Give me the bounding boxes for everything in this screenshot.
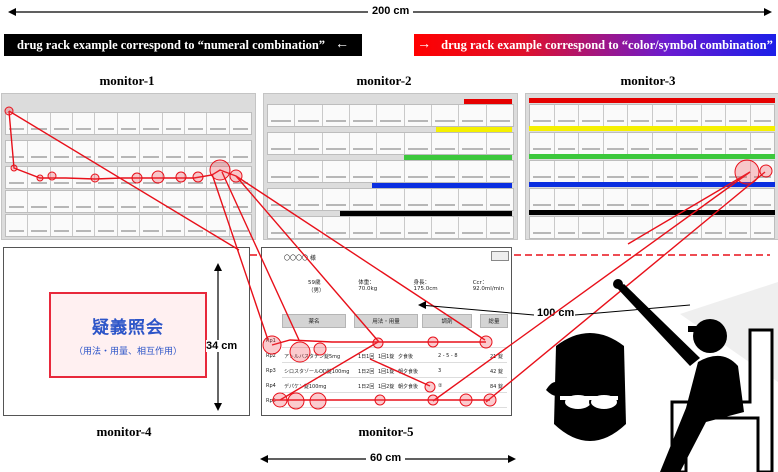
monitor-2-drug-rack — [263, 93, 518, 240]
total-value: 84 錠 — [490, 384, 503, 390]
inquiry-title: 疑義照会 — [92, 318, 164, 338]
observer-illustration — [546, 279, 778, 472]
color-symbol-banner: → drug rack example correspond to “color… — [414, 34, 776, 56]
dispense-value: 2 - 5 - 8 — [438, 353, 458, 359]
table-row[interactable]: Rp3 シロスタゾールOD錠100mg 1日2回 1回1錠 朝夕食後 3 42 … — [266, 366, 507, 378]
rack-shelf — [267, 160, 514, 183]
dispense-value: 3 — [438, 368, 442, 374]
patient-ccr: Ccr：92.0ml/min — [472, 280, 505, 292]
rp-label: Rp2 — [266, 353, 276, 359]
dose-timing: 朝夕食後 — [398, 384, 419, 390]
dose-unit: 1回2錠 — [378, 384, 395, 390]
dose-unit: 1回1錠 — [378, 354, 395, 360]
blue-shelf-bar — [372, 183, 512, 188]
depth-dimension-line — [214, 263, 222, 411]
rack-shelf — [5, 214, 252, 237]
left-arrow-icon: ← — [335, 37, 350, 52]
table-row[interactable]: Rp5 — [266, 396, 507, 408]
rack-shelf — [529, 132, 775, 155]
table-row[interactable]: Rp4 デパケン錠100mg 1日2回 1回2錠 朝夕食後 ② 84 錠 — [266, 381, 507, 393]
monitor-3-drug-rack — [525, 93, 778, 240]
rp-label: Rp5 — [266, 398, 276, 404]
rack-shelf — [529, 160, 775, 183]
black-shelf-bar — [340, 211, 512, 216]
monitor-1-drug-rack — [1, 93, 256, 240]
width-dimension-label: 200 cm — [368, 5, 414, 17]
header-total: 総量 — [480, 314, 508, 328]
dose-frequency: 1日1回 — [358, 354, 375, 360]
dose-timing: 朝夕食後 — [398, 369, 419, 375]
rack-shelf — [529, 104, 775, 127]
rp-label: Rp3 — [266, 368, 276, 374]
patient-stats: 59歳（男） 体重：70.0kg 身長：175.0cm Ccr：92.0ml/m… — [308, 278, 508, 294]
green-shelf-bar — [529, 154, 775, 159]
numeral-combination-banner: drug rack example correspond to “numeral… — [4, 34, 362, 56]
rack-shelf — [267, 132, 514, 155]
rack-shelf — [529, 216, 775, 239]
blue-shelf-bar — [529, 182, 775, 187]
table-row[interactable]: Rp2 アトルバスタチン錠5mg 1日1回 1回1錠 夕食後 2 - 5 - 8… — [266, 351, 507, 363]
total-value: 42 錠 — [490, 369, 503, 375]
rack-shelf — [5, 190, 252, 213]
drug-name: デパケン錠100mg — [284, 384, 327, 390]
patient-name: 〇〇〇〇 様 — [284, 255, 316, 262]
monitor-2-label: monitor-2 — [356, 73, 412, 88]
rp-label: Rp1 — [266, 338, 276, 344]
patient-height: 身長：175.0cm — [413, 280, 438, 292]
monitor-5-prescription-screen: 〇〇〇〇 様 59歳（男） 体重：70.0kg 身長：175.0cm Ccr：9… — [261, 247, 512, 416]
monitor-5-label: monitor-5 — [358, 424, 414, 439]
monitor-3-label: monitor-3 — [620, 73, 676, 88]
inquiry-box[interactable]: 疑義照会 （用法・用量、相互作用） — [49, 292, 207, 378]
yellow-shelf-bar — [529, 126, 775, 131]
confirm-button[interactable] — [491, 251, 509, 261]
yellow-shelf-bar — [436, 127, 512, 132]
rp-label: Rp4 — [266, 383, 276, 389]
patient-age: 59歳（男） — [308, 280, 325, 294]
table-row[interactable]: Rp1 — [266, 336, 507, 348]
monitor-4-label: monitor-4 — [96, 424, 152, 439]
rack-shelf — [267, 104, 514, 127]
dose-frequency: 1日2回 — [358, 384, 375, 390]
header-dosage: 用法・用量 — [354, 314, 418, 328]
dispense-value: ② — [438, 383, 443, 389]
rack-shelf — [267, 216, 514, 239]
numeral-banner-text: drug rack example correspond to “numeral… — [16, 37, 326, 52]
depth-dimension-label: 34 cm — [206, 340, 238, 352]
patient-weight: 体重：70.0kg — [358, 280, 378, 292]
inquiry-subtitle: （用法・用量、相互作用） — [73, 347, 182, 357]
red-shelf-bar — [464, 99, 512, 104]
monitor-1-label: monitor-1 — [99, 73, 155, 88]
dose-timing: 夕食後 — [398, 354, 414, 360]
drug-name: アトルバスタチン錠5mg — [284, 354, 341, 360]
rack-shelf — [267, 188, 514, 211]
total-value: 21 錠 — [490, 354, 503, 360]
green-shelf-bar — [404, 155, 512, 160]
black-shelf-bar — [529, 210, 775, 215]
rack-shelf — [5, 112, 252, 135]
monitor-5-width-label: 60 cm — [366, 452, 406, 464]
right-arrow-icon: → — [417, 37, 432, 52]
dose-unit: 1回1錠 — [378, 369, 395, 375]
red-shelf-bar — [529, 98, 775, 103]
drug-name: シロスタゾールOD錠100mg — [284, 369, 350, 375]
color-banner-text: drug rack example correspond to “color/s… — [441, 37, 773, 52]
header-drug-name: 薬名 — [282, 314, 346, 328]
dose-frequency: 1日2回 — [358, 369, 375, 375]
